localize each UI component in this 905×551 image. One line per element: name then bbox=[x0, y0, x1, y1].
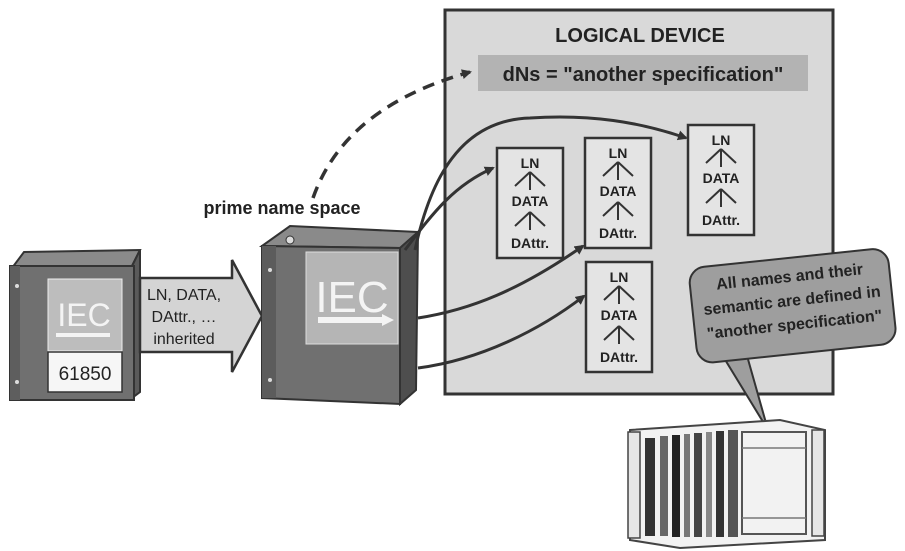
ln-label: LN bbox=[712, 132, 731, 148]
data-label: DATA bbox=[601, 307, 638, 323]
dashed-arrow-to-dns bbox=[311, 69, 472, 199]
ln-label: LN bbox=[609, 145, 628, 161]
dattr-label: DAttr. bbox=[600, 349, 638, 365]
ln-box-3: LN DATA DAttr. bbox=[686, 123, 756, 237]
arrow-to-ln-box-1 bbox=[403, 166, 495, 251]
arrow-to-ln-box-2 bbox=[417, 244, 585, 320]
data-label: DATA bbox=[703, 170, 740, 186]
dns-label-box bbox=[478, 55, 808, 91]
dattr-label: DAttr. bbox=[702, 212, 740, 228]
iec-logo-big: IEC bbox=[315, 273, 388, 322]
arrow-to-ln-box-4 bbox=[417, 294, 586, 370]
ln-label: LN bbox=[610, 269, 629, 285]
iec-logo-small: IEC bbox=[57, 297, 110, 333]
data-label: DATA bbox=[600, 183, 637, 199]
inherit-text-line-1: LN, DATA, bbox=[147, 287, 221, 304]
data-label: DATA bbox=[512, 193, 549, 209]
arrow-to-ln-box-3 bbox=[413, 115, 688, 251]
ln-label: LN bbox=[521, 155, 540, 171]
standard-number: 61850 bbox=[59, 364, 112, 385]
dattr-label: DAttr. bbox=[511, 235, 549, 251]
ln-box-1: LN DATA DAttr. bbox=[495, 146, 565, 260]
dns-label: dNs = "another specification" bbox=[503, 64, 784, 86]
prime-name-space-label: prime name space bbox=[203, 198, 360, 218]
inherit-arrow bbox=[138, 259, 264, 373]
callout-bubble: All names and their semantic are defined… bbox=[688, 248, 897, 364]
small-binder: IEC 61850 bbox=[9, 248, 142, 401]
device-rack-image bbox=[627, 418, 826, 550]
logical-device-title: LOGICAL DEVICE bbox=[555, 25, 725, 47]
dattr-label: DAttr. bbox=[599, 225, 637, 241]
inherit-text-line-2: DAttr., … bbox=[152, 309, 217, 326]
inherit-text-line-3: inherited bbox=[153, 331, 214, 348]
ln-box-2: LN DATA DAttr. bbox=[583, 136, 653, 250]
big-binder: IEC bbox=[258, 224, 421, 407]
ln-box-4: LN DATA DAttr. bbox=[584, 260, 654, 374]
